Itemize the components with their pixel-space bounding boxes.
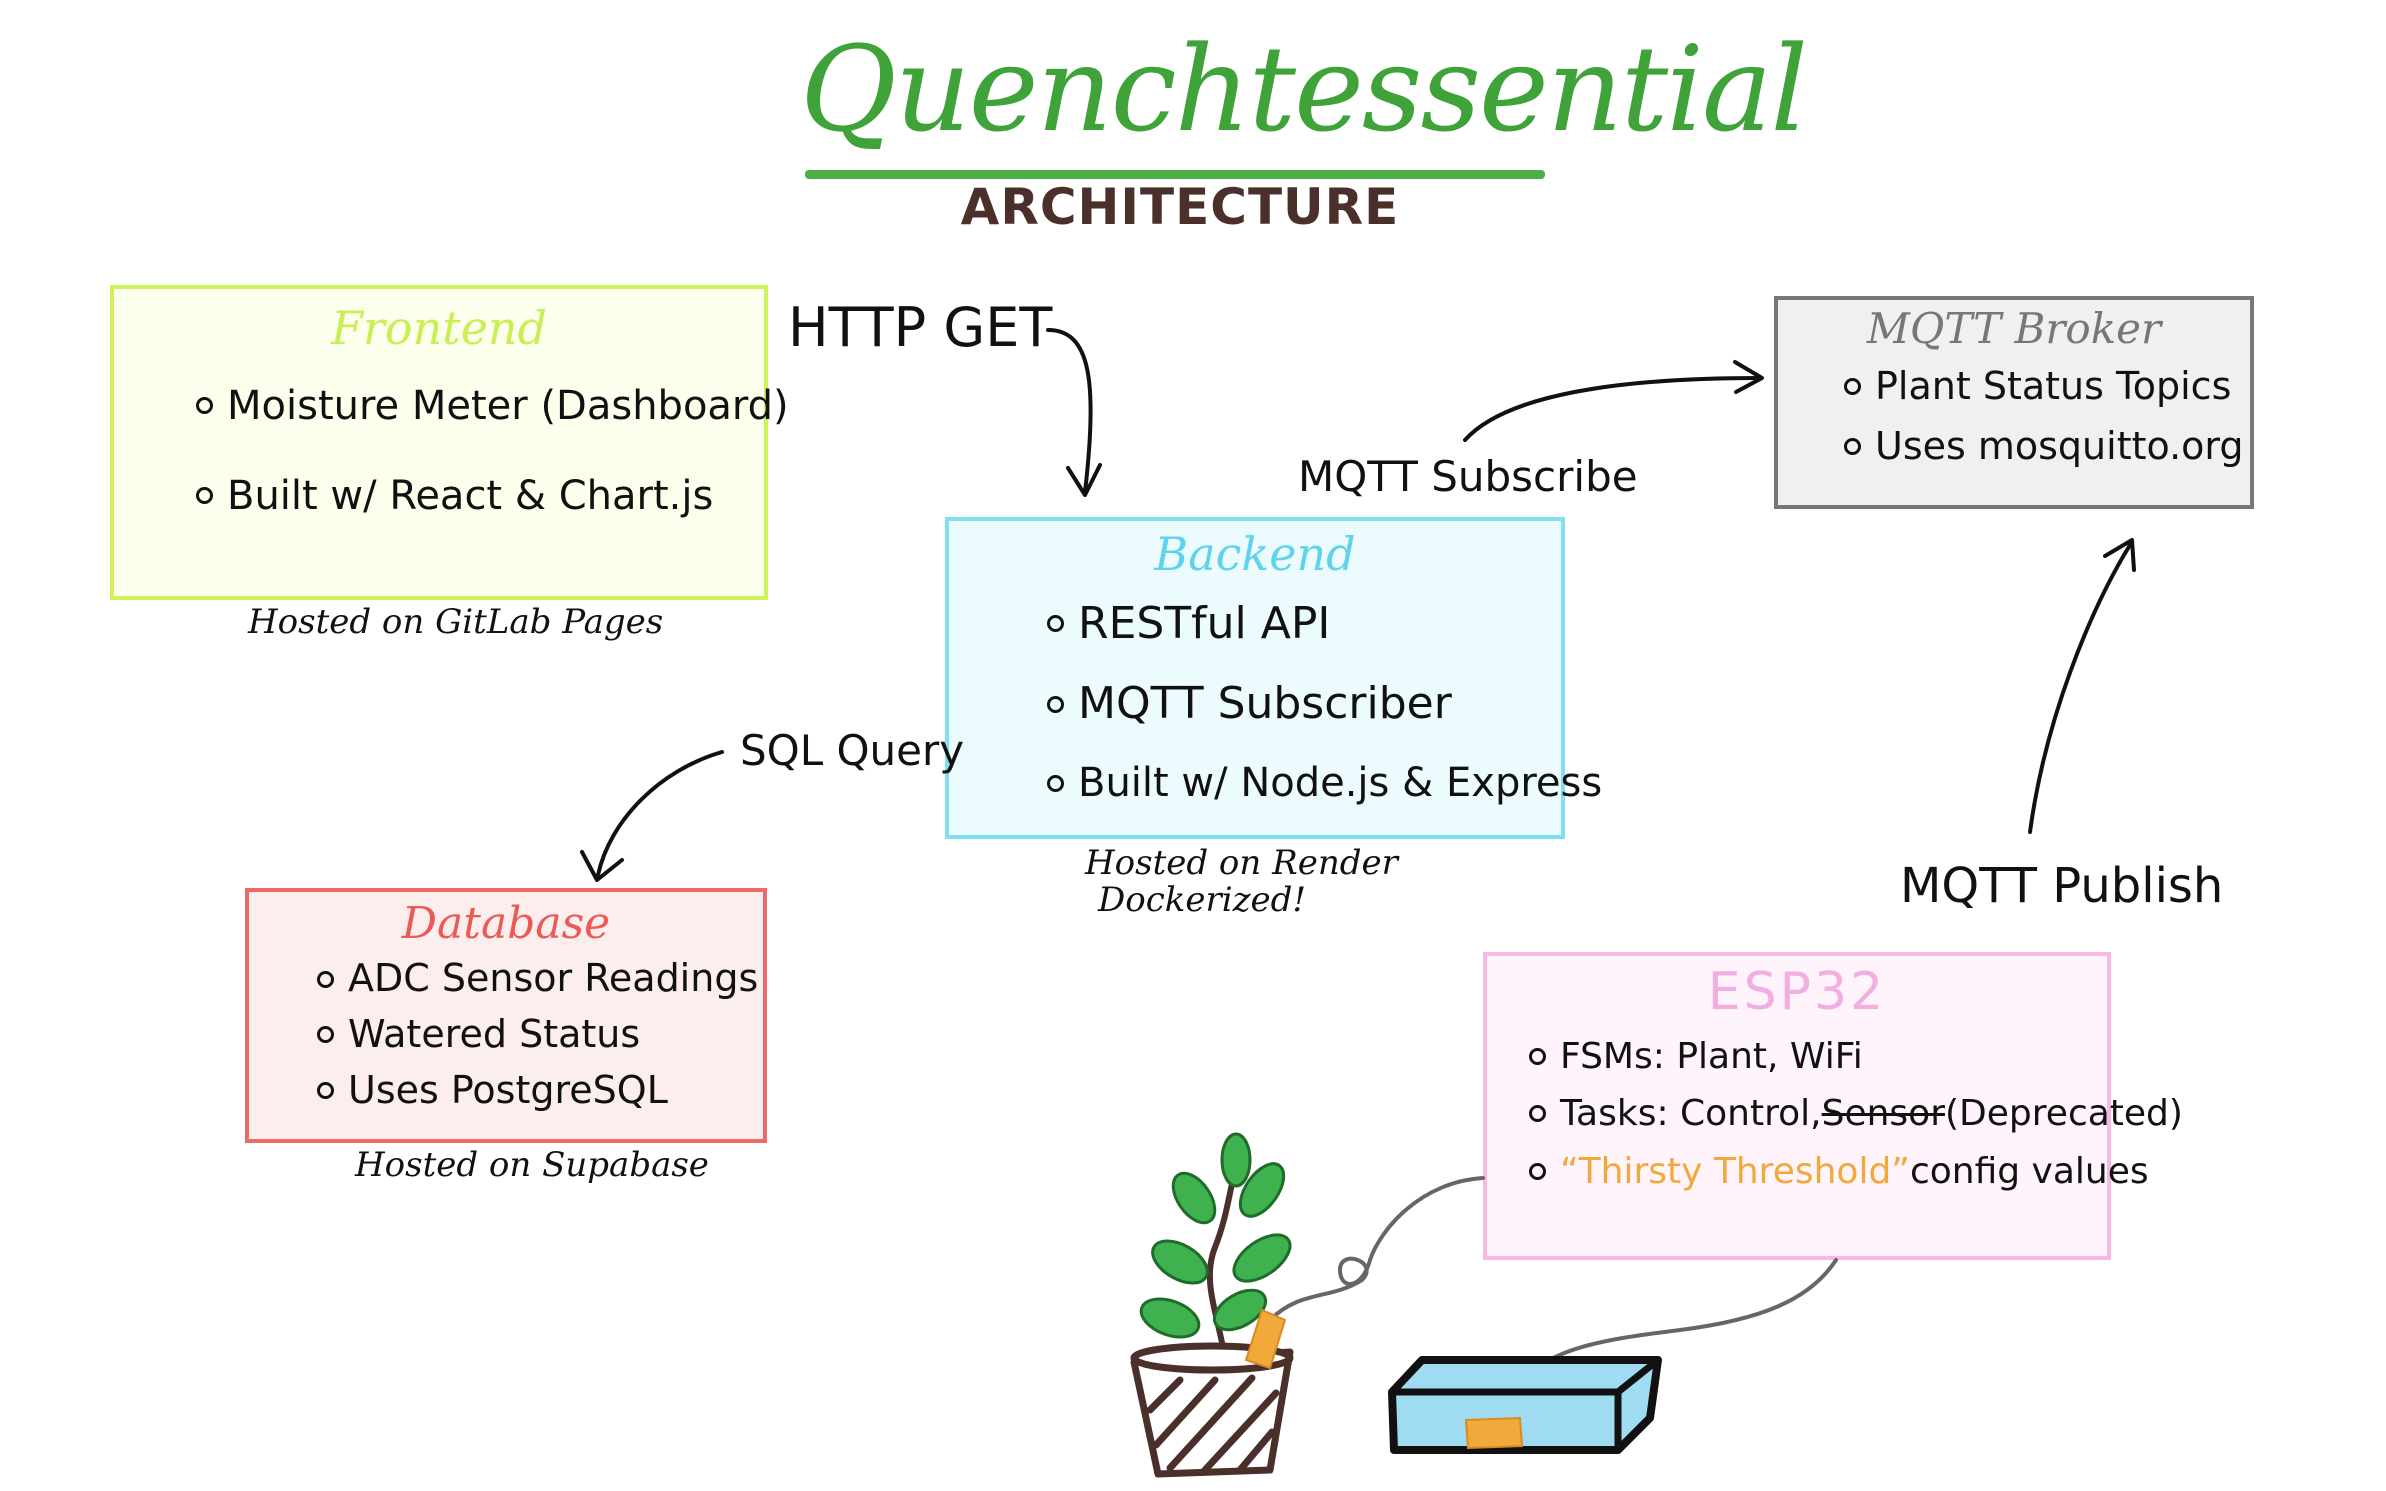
mqtt-broker-node: MQTT Broker Plant Status Topics Uses mos… (1774, 296, 2254, 509)
frontend-title: Frontend (330, 301, 547, 355)
http-get-label: HTTP GET (788, 296, 1053, 359)
bullet-icon (1529, 1162, 1546, 1180)
broker-title: MQTT Broker (1866, 304, 2162, 353)
bullet-icon (317, 970, 334, 988)
backend-node: Backend RESTful API MQTT Subscriber Buil… (945, 517, 1602, 839)
list-item: Built w/ React & Chart.js (196, 472, 764, 520)
list-item: Uses mosquitto.org (1844, 424, 2250, 470)
frontend-list: Moisture Meter (Dashboard) Built w/ Reac… (196, 382, 789, 520)
http-get-arrow (1046, 328, 1093, 494)
bullet-icon (317, 1026, 334, 1044)
bullet-icon (317, 1081, 334, 1099)
database-list: ADC Sensor Readings Watered Status Uses … (317, 956, 763, 1113)
backend-hosting-caption: Hosted on Render (1085, 843, 1398, 883)
list-item: “Thirsty Threshold” config values (1529, 1150, 2149, 1193)
database-hosting-caption: Hosted on Supabase (355, 1145, 709, 1185)
thirsty-threshold-text: “Thirsty Threshold” (1560, 1150, 1910, 1192)
mqtt-subscribe-arrowhead (1733, 360, 1764, 394)
bullet-icon (1047, 615, 1064, 633)
mqtt-subscribe-arrow (1463, 376, 1762, 442)
bullet-icon (196, 487, 213, 505)
bullet-icon (1529, 1048, 1546, 1066)
bullet-icon (1844, 378, 1861, 396)
broker-list: Plant Status Topics Uses mosquitto.org (1844, 364, 2250, 469)
backend-title: Backend (1154, 527, 1356, 581)
bullet-icon (1047, 696, 1064, 714)
http-get-arrowhead (1066, 463, 1102, 497)
list-item: Tasks: Control, Sensor (Deprecated) (1529, 1092, 2183, 1135)
list-item: Watered Status (317, 1012, 763, 1058)
bullet-icon (1047, 774, 1064, 792)
esp32-node: ESP32 FSMs: Plant, WiFi Tasks: Control, … (1483, 952, 2183, 1260)
list-item: Moisture Meter (Dashboard) (196, 382, 789, 430)
database-node: Database ADC Sensor Readings Watered Sta… (245, 888, 767, 1143)
list-item: ADC Sensor Readings (317, 956, 763, 1002)
plant-sensor-wire (1268, 1176, 1485, 1322)
list-item: Built w/ Node.js & Express (1047, 759, 1602, 807)
sql-query-label: SQL Query (740, 726, 965, 775)
moisture-sensor-icon (1244, 1308, 1287, 1370)
water-tray-icon (1388, 1356, 1662, 1454)
bullet-icon (196, 397, 213, 415)
list-item: Plant Status Topics (1844, 364, 2250, 410)
bullet-icon (1844, 438, 1861, 456)
esp32-list: FSMs: Plant, WiFi Tasks: Control, Sensor… (1529, 1035, 2183, 1193)
esp32-title: ESP32 (1707, 962, 1887, 1022)
backend-docker-caption: Dockerized! (1098, 880, 1307, 920)
list-item: FSMs: Plant, WiFi (1529, 1035, 2107, 1078)
mqtt-publish-arrow (2028, 543, 2132, 834)
list-item: Uses PostgreSQL (317, 1068, 763, 1114)
diagram-subtitle: ARCHITECTURE (960, 178, 1400, 236)
mqtt-publish-label: MQTT Publish (1900, 858, 2224, 914)
database-title: Database (401, 898, 611, 949)
frontend-hosting-caption: Hosted on GitLab Pages (248, 602, 664, 642)
mqtt-subscribe-label: MQTT Subscribe (1298, 452, 1638, 501)
sql-query-arrow (596, 750, 724, 877)
frontend-node: Frontend Moisture Meter (Dashboard) Buil… (110, 285, 789, 600)
title-underline (805, 170, 1545, 179)
list-item: MQTT Subscriber (1047, 678, 1561, 731)
deprecated-sensor-text: Sensor (1821, 1093, 1946, 1135)
list-item: RESTful API (1047, 598, 1561, 651)
sql-query-arrowhead (580, 850, 624, 882)
backend-list: RESTful API MQTT Subscriber Built w/ Nod… (1047, 598, 1602, 808)
bullet-icon (1529, 1105, 1546, 1123)
potted-plant-icon (1130, 1132, 1294, 1478)
mqtt-publish-arrowhead (2103, 538, 2136, 572)
